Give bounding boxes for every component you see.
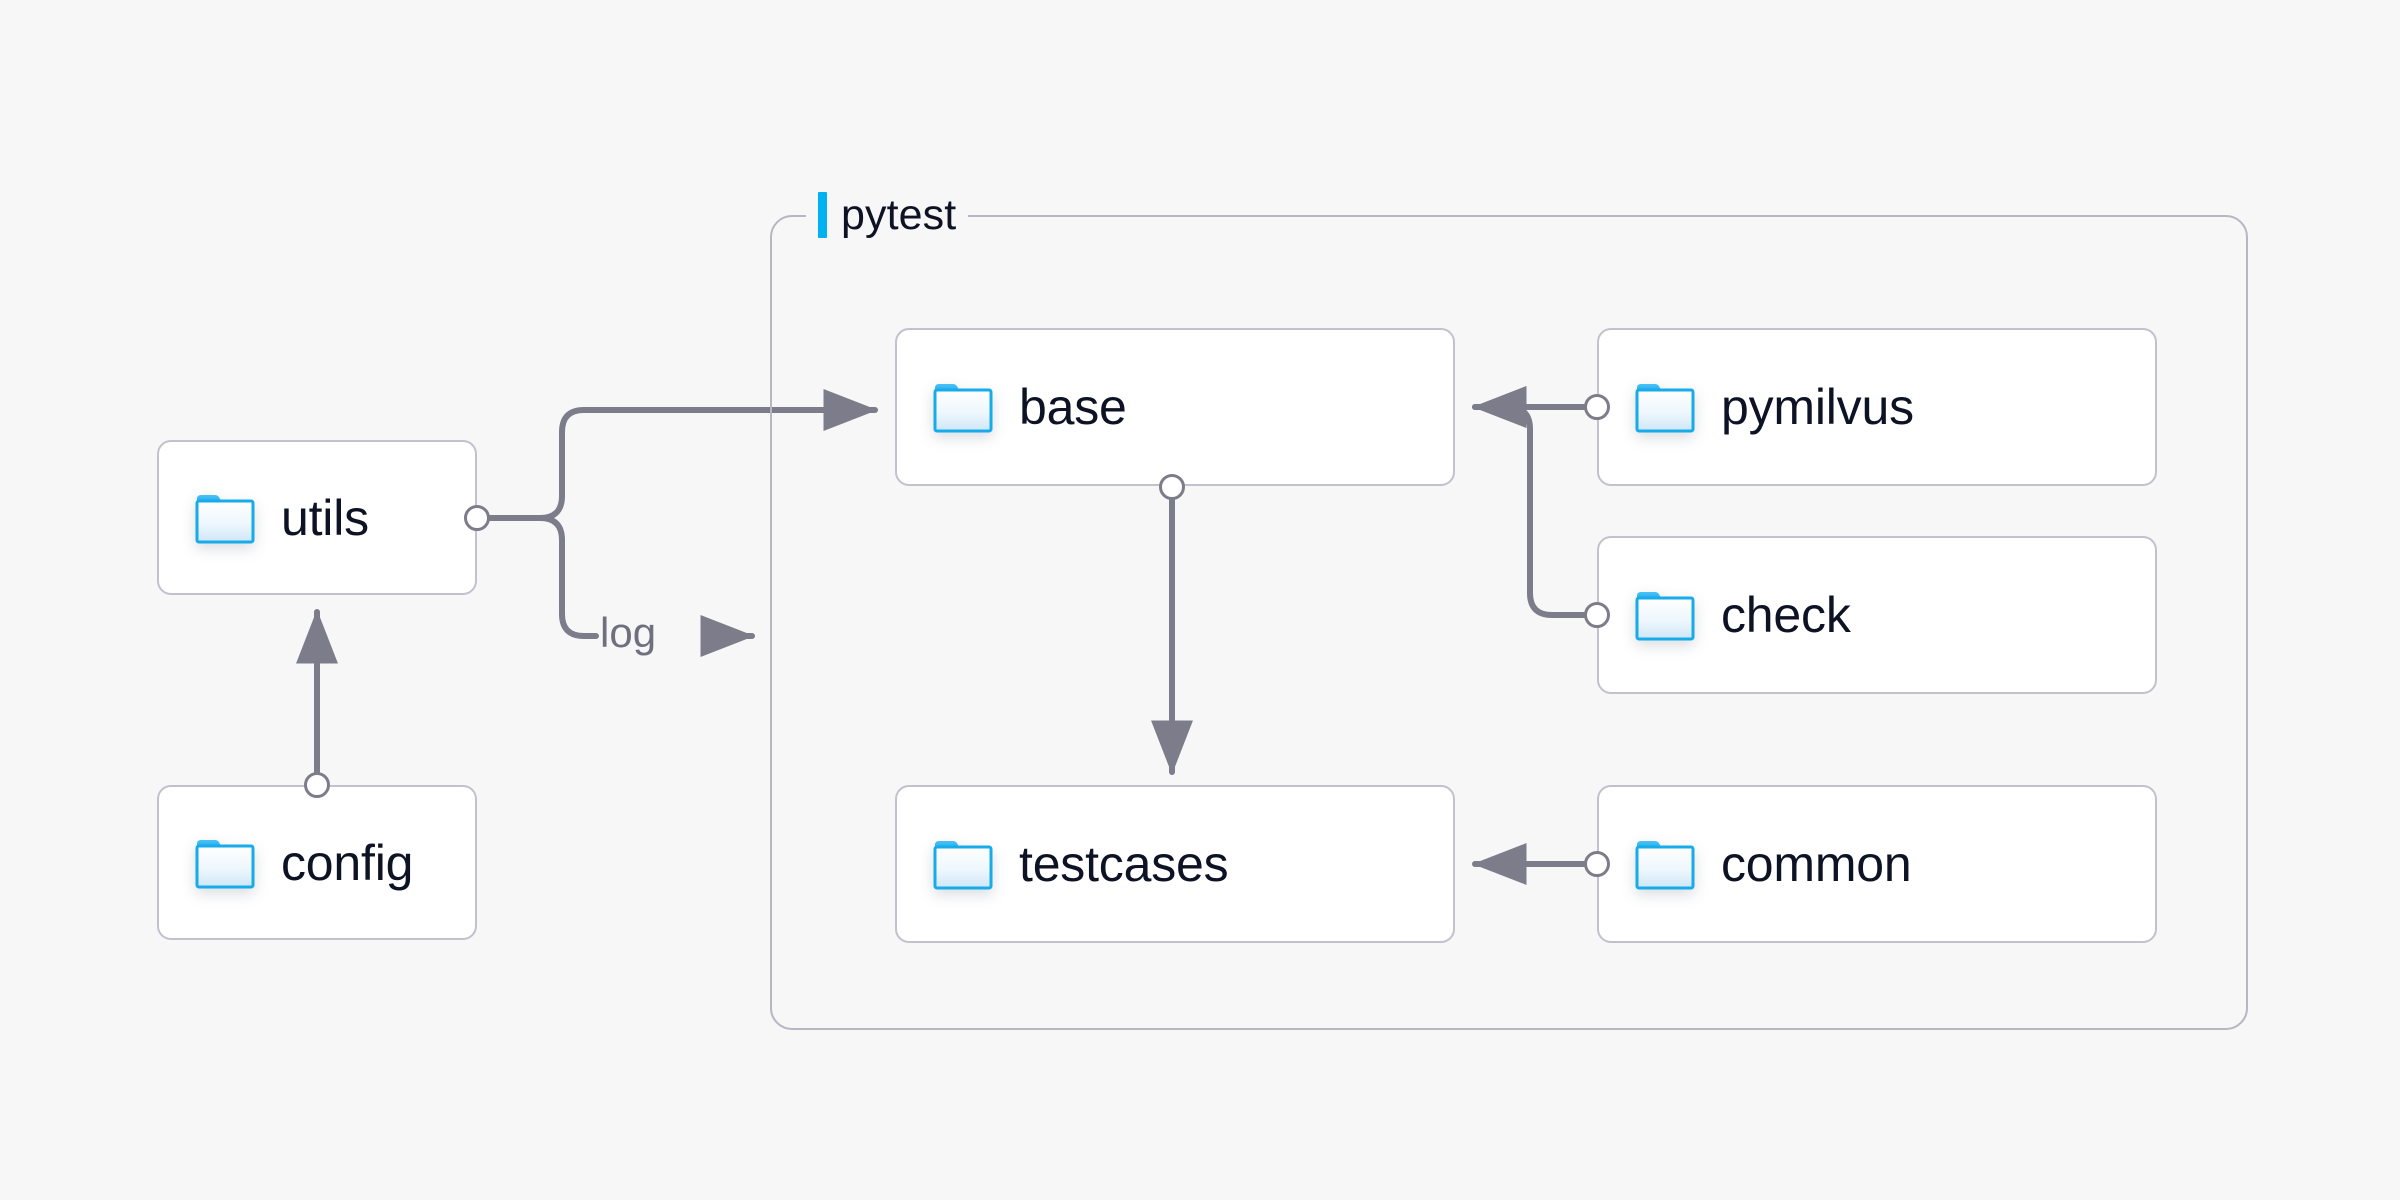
group-accent-bar	[818, 192, 827, 238]
port-utils-right[interactable]	[464, 505, 490, 531]
folder-icon	[933, 838, 993, 890]
edge-utils-to-log	[537, 515, 599, 639]
folder-icon	[195, 837, 255, 889]
node-config[interactable]: config	[157, 785, 477, 940]
node-label-utils: utils	[281, 489, 369, 546]
node-label-base: base	[1019, 379, 1127, 435]
port-base-bottom[interactable]	[1159, 474, 1185, 500]
node-label-pymilvus: pymilvus	[1721, 379, 1914, 435]
folder-icon	[195, 492, 255, 544]
group-label-pytest: pytest	[806, 188, 969, 242]
node-check[interactable]: check	[1597, 536, 2157, 694]
port-check-left[interactable]	[1584, 602, 1610, 628]
group-container-pytest[interactable]	[770, 215, 2248, 1030]
node-pymilvus[interactable]: pymilvus	[1597, 328, 2157, 486]
folder-icon	[1635, 381, 1695, 433]
node-label-testcases: testcases	[1019, 836, 1229, 892]
folder-icon	[1635, 838, 1695, 890]
node-testcases[interactable]: testcases	[895, 785, 1455, 943]
node-base[interactable]: base	[895, 328, 1455, 486]
port-common-left[interactable]	[1584, 851, 1610, 877]
port-config-top[interactable]	[304, 772, 330, 798]
folder-icon	[1635, 589, 1695, 641]
group-label-text: pytest	[841, 190, 957, 239]
port-pymilvus-left[interactable]	[1584, 394, 1610, 420]
node-common[interactable]: common	[1597, 785, 2157, 943]
node-label-common: common	[1721, 836, 1912, 892]
node-utils[interactable]: utils	[157, 440, 477, 595]
folder-icon	[933, 381, 993, 433]
node-label-check: check	[1721, 587, 1851, 643]
edge-label-log: log	[600, 609, 657, 656]
node-label-config: config	[281, 834, 414, 891]
